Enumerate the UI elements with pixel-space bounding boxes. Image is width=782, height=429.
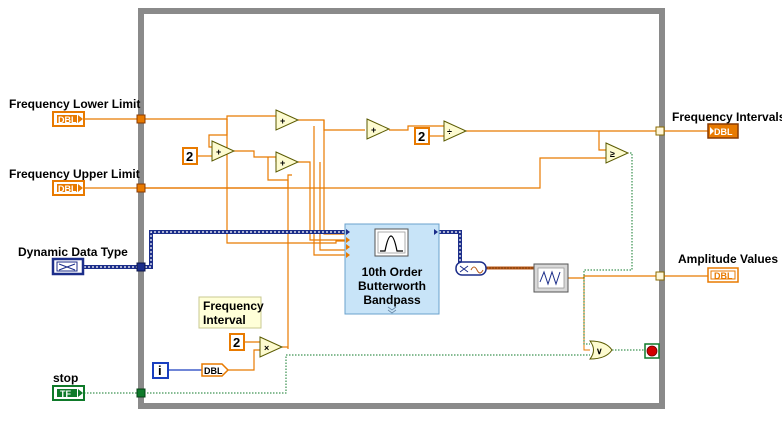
divide-node[interactable]: ÷	[443, 120, 468, 142]
constant-two-c[interactable]: 2	[229, 333, 245, 351]
dynamic-data-control[interactable]	[51, 257, 85, 276]
boolean-wires	[84, 152, 645, 394]
add-node-left[interactable]: +	[211, 140, 236, 162]
dynamic-label: Dynamic Data Type	[18, 245, 128, 259]
expand-chevron-icon[interactable]	[387, 306, 397, 314]
iteration-symbol: i	[158, 363, 162, 378]
freq-lower-label: Frequency Lower Limit	[9, 97, 140, 111]
multiply-node[interactable]: ×	[259, 336, 284, 358]
tunnel-upper	[136, 183, 146, 193]
or-symbol: ∨	[596, 346, 603, 356]
vi-line2: Butterworth	[358, 279, 426, 293]
while-loop-frame[interactable]	[138, 8, 665, 409]
bandpass-icon	[380, 235, 403, 252]
tunnel-amp-out	[655, 271, 665, 281]
add-symbol: +	[371, 125, 376, 135]
add-symbol: +	[280, 158, 285, 168]
tunnel-freq-out	[655, 126, 665, 136]
constant-two-b[interactable]: 2	[414, 127, 430, 145]
or-node[interactable]: ∨	[588, 340, 613, 360]
add-node-top[interactable]: +	[275, 109, 300, 131]
add-node-middle[interactable]: +	[275, 151, 300, 173]
stop-terminal[interactable]	[644, 343, 660, 359]
multiply-symbol: ×	[264, 343, 269, 353]
convert-dynamic-node[interactable]	[455, 261, 487, 276]
tunnel-dynamic	[136, 262, 146, 272]
constant-value: 2	[418, 129, 425, 144]
compare-node[interactable]: ≥	[605, 142, 630, 164]
waveform-icon	[539, 270, 561, 286]
add-symbol: +	[216, 147, 221, 157]
to-dbl-text: DBL	[204, 366, 223, 376]
stop-label: stop	[53, 371, 78, 385]
free-label-line2: Interval	[203, 313, 246, 327]
freq-upper-label: Frequency Upper Limit	[9, 167, 140, 181]
vi-line1: 10th Order	[362, 265, 423, 279]
freq-upper-control[interactable]: DBL	[52, 180, 85, 196]
freq-lower-type: DBL	[58, 115, 77, 125]
add-node-right[interactable]: +	[366, 118, 391, 140]
free-label-box: Frequency Interval	[198, 296, 264, 329]
freq-intervals-label: Frequency Intervals	[672, 110, 782, 124]
amplitude-values-indicator[interactable]: DBL	[707, 267, 739, 283]
vi-line3: Bandpass	[363, 293, 421, 307]
tunnel-lower	[136, 114, 146, 124]
iteration-terminal: i	[152, 362, 169, 379]
compare-symbol: ≥	[610, 149, 615, 159]
amplitude-values-label: Amplitude Values	[678, 252, 778, 266]
constant-value: 2	[233, 335, 240, 350]
free-label-line1: Frequency	[203, 299, 264, 313]
constant-value: 2	[186, 149, 193, 164]
tunnel-stop	[136, 388, 146, 398]
stop-control[interactable]: TF	[52, 385, 85, 401]
numeric-wires	[84, 115, 708, 371]
freq-lower-control[interactable]: DBL	[52, 111, 85, 127]
stop-type: TF	[60, 389, 71, 399]
stop-icon	[646, 345, 658, 357]
butterworth-express-vi[interactable]: 10th Order Butterworth Bandpass	[344, 223, 440, 315]
add-symbol: +	[280, 116, 285, 126]
freq-intervals-indicator[interactable]: DBL	[707, 123, 739, 139]
amplitude-values-type: DBL	[714, 271, 733, 281]
freq-upper-type: DBL	[58, 184, 77, 194]
get-waveform-components[interactable]	[533, 263, 569, 293]
divide-symbol: ÷	[447, 127, 452, 137]
freq-intervals-type: DBL	[714, 127, 733, 137]
constant-two-a[interactable]: 2	[182, 147, 198, 165]
to-dbl-node[interactable]: DBL	[201, 363, 230, 377]
